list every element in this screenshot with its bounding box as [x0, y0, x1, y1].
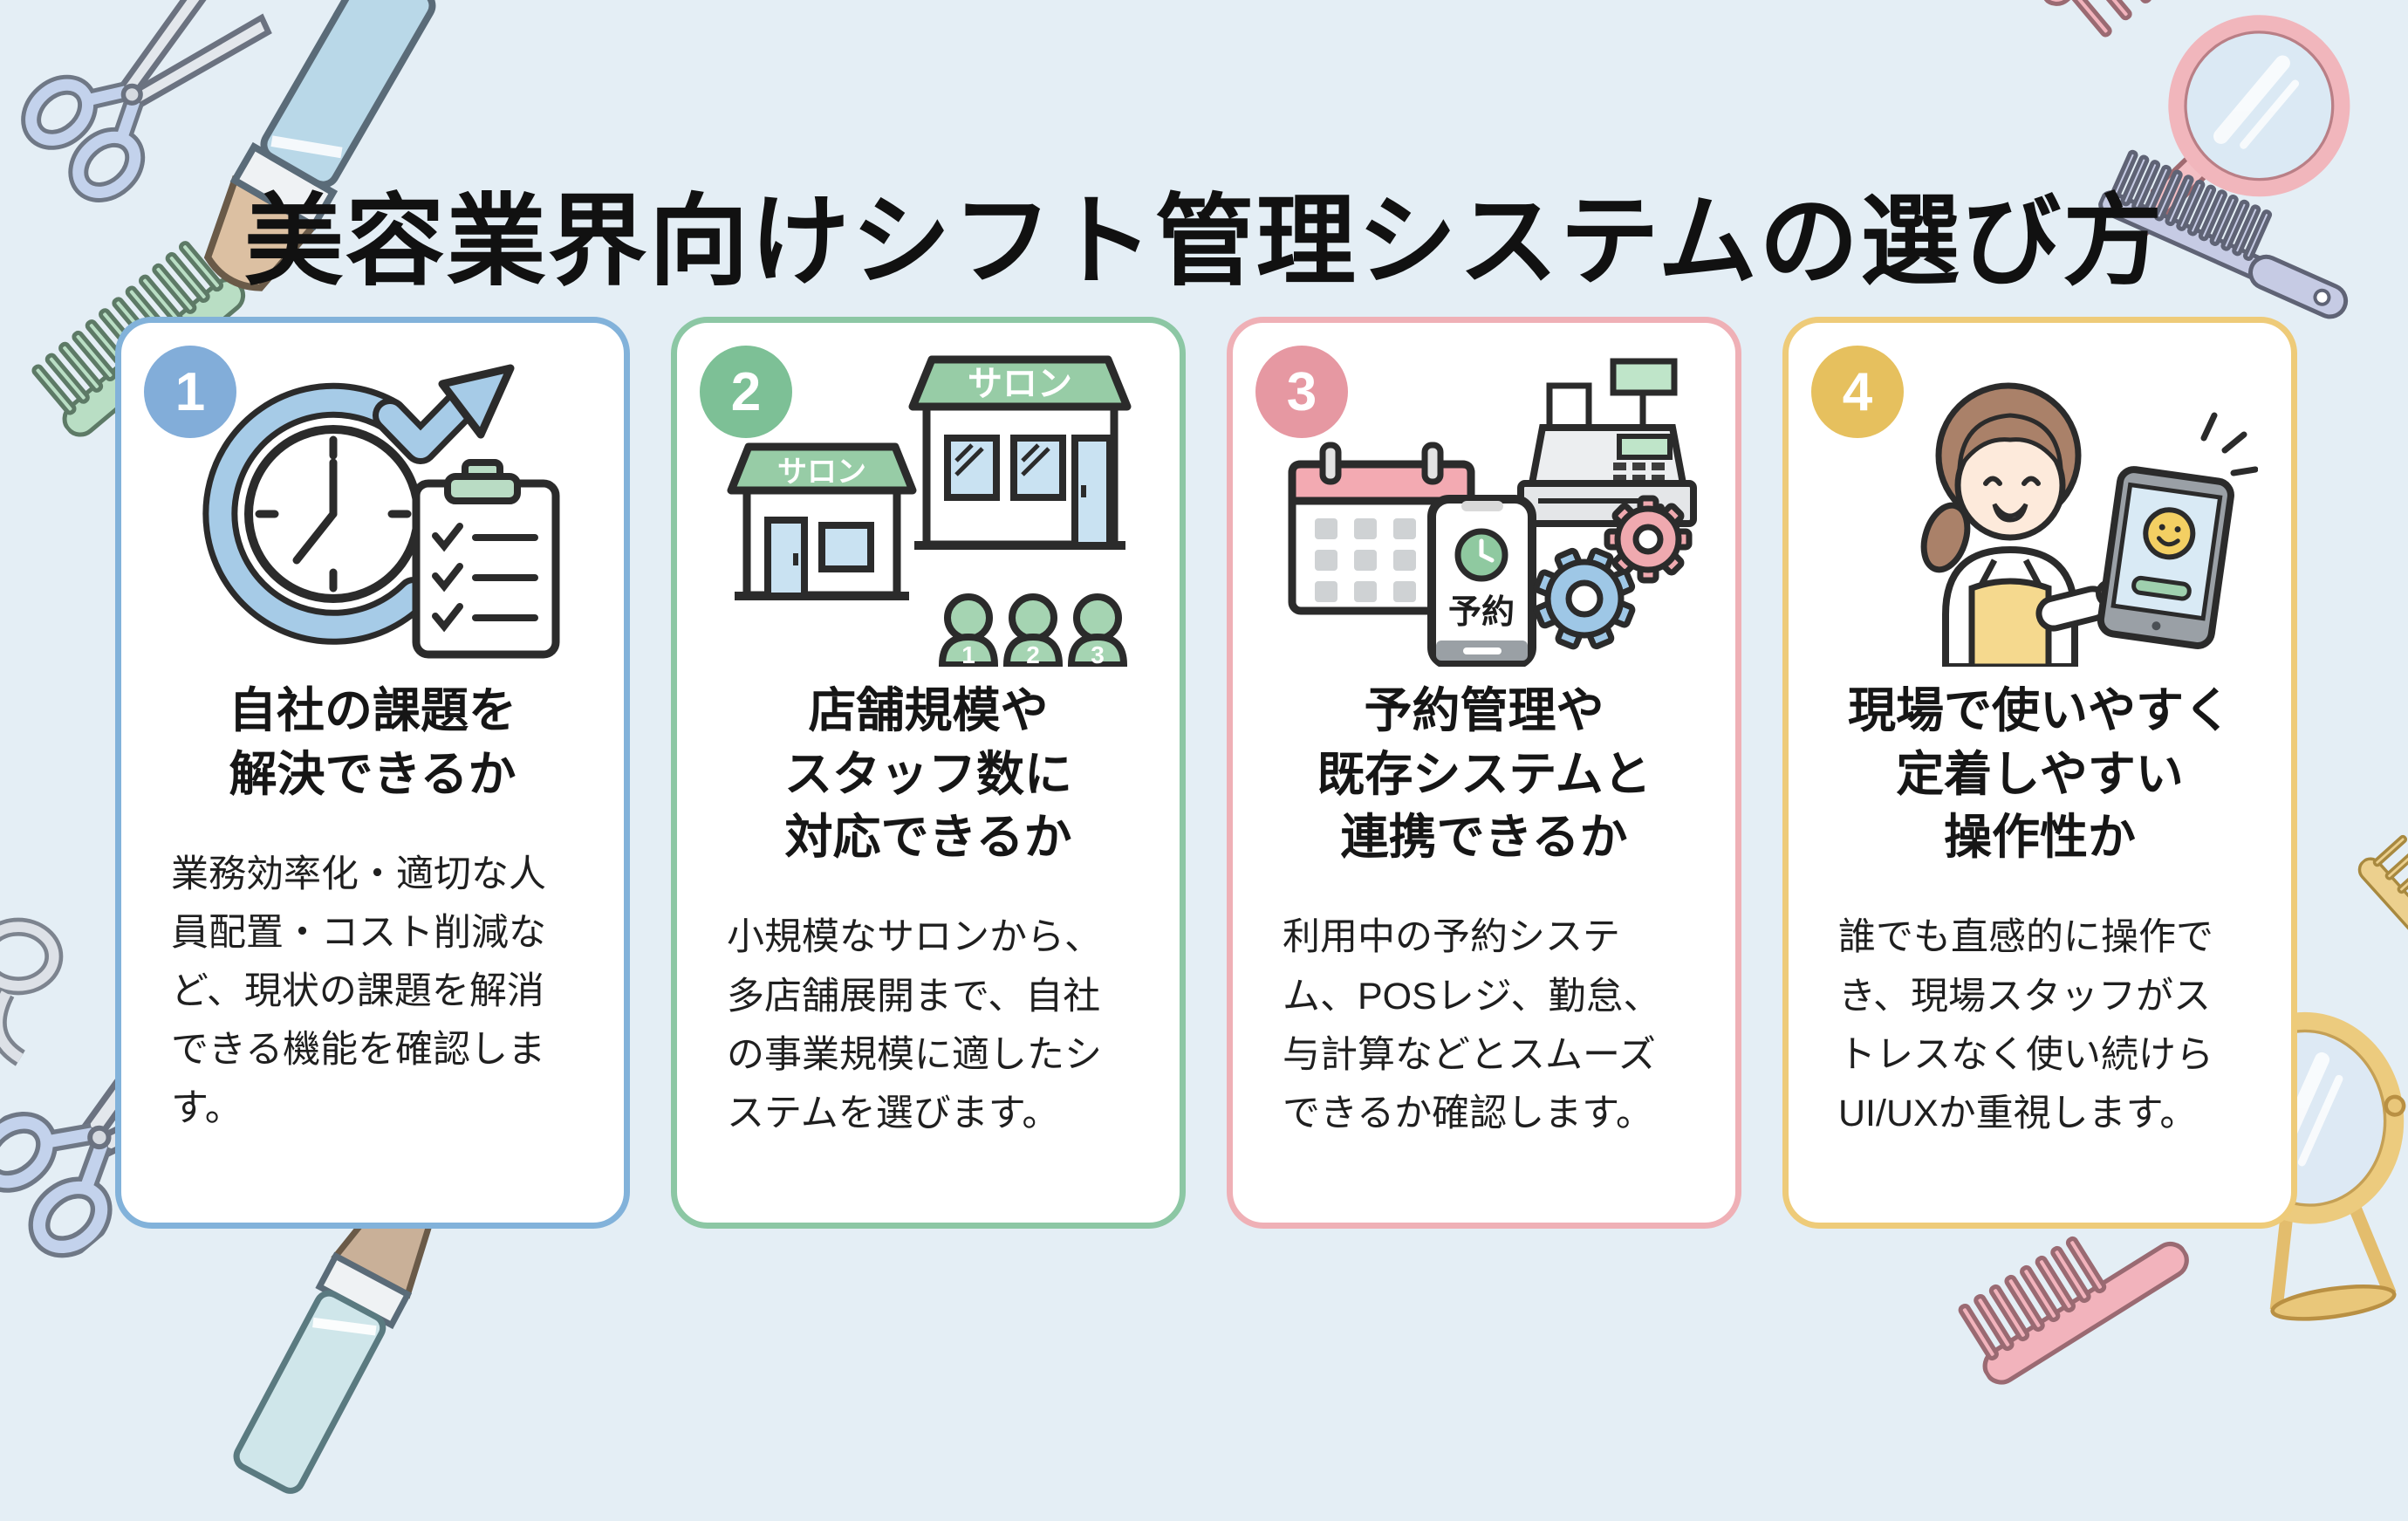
scissors-icon — [0, 917, 64, 1066]
card-usability: 4 — [1782, 317, 2297, 1229]
booking-pos-gears-icon: 予約 — [1288, 358, 1697, 667]
card-fit-problems: 1 — [115, 317, 630, 1229]
scissors-handle-decoration — [0, 908, 98, 1085]
smiley-icon — [2143, 507, 2196, 560]
calendar-icon — [1288, 442, 1475, 615]
gears-icon — [1533, 495, 1693, 650]
card-heading: 予約管理や 既存システムと 連携できるか — [1317, 683, 1652, 865]
salon-sign-label: サロン — [777, 456, 866, 489]
card-list: 1 — [115, 317, 2297, 1229]
staff-person-icon — [1920, 382, 2139, 667]
salon-buildings-staff-icon: サロン サロン — [727, 355, 1132, 667]
makeup-brush-icon — [233, 1196, 434, 1494]
comb-icon — [2038, 0, 2222, 38]
card-heading: 現場で使いやすく 定着しやすい 操作性か — [1847, 683, 2232, 865]
sparkle-icon — [2200, 412, 2258, 476]
card-number-badge: 4 — [1811, 346, 1904, 438]
phone-screen-label: 予約 — [1448, 594, 1515, 631]
card-body-text: 業務効率化・適切な人員配置・コスト削減など、現状の課題を解消できる機能を確認しま… — [171, 853, 546, 1130]
card-body-text: 利用中の予約システム、POSレジ、勤怠、与計算などとスムーズできるか確認します。 — [1283, 916, 1661, 1134]
card-body-text: 誰でも直感的に操作でき、現場スタッフがストレスなく使い続けらUI/UXか重視しま… — [1838, 916, 2213, 1134]
tablet-icon — [2097, 466, 2234, 649]
card-integration: 3 — [1227, 317, 1741, 1229]
clock-growth-clipboard-icon — [202, 364, 560, 659]
card-number-badge: 3 — [1255, 346, 1348, 438]
comb-icon — [2357, 834, 2408, 982]
staff-number-label: 1 — [961, 641, 975, 667]
page-title: 美容業界向けシフト管理システムの選び方 — [243, 187, 2165, 298]
booking-phone-icon: 予約 — [1427, 495, 1536, 667]
staff-tablet-icon — [1920, 382, 2258, 667]
card-number-badge: 2 — [700, 346, 792, 438]
comb-decoration — [2349, 826, 2408, 990]
cash-register-icon — [1517, 358, 1697, 527]
card-fit-scale: 2 サロン サロン — [671, 317, 1186, 1229]
salon-sign-label: サロン — [968, 365, 1072, 403]
card-heading: 店舗規模や スタッフ数に 対応できるか — [783, 683, 1072, 865]
card-heading: 自社の課題を 解決できるか — [228, 683, 516, 801]
staff-number-label: 3 — [1091, 641, 1105, 667]
card-body-text: 小規模なサロンから、多店舗展開まで、自社の事業規模に適したシステムを選びます。 — [727, 916, 1102, 1134]
comb-decoration — [2027, 0, 2265, 57]
staff-number-label: 2 — [1026, 641, 1040, 667]
card-number-badge: 1 — [144, 346, 236, 438]
